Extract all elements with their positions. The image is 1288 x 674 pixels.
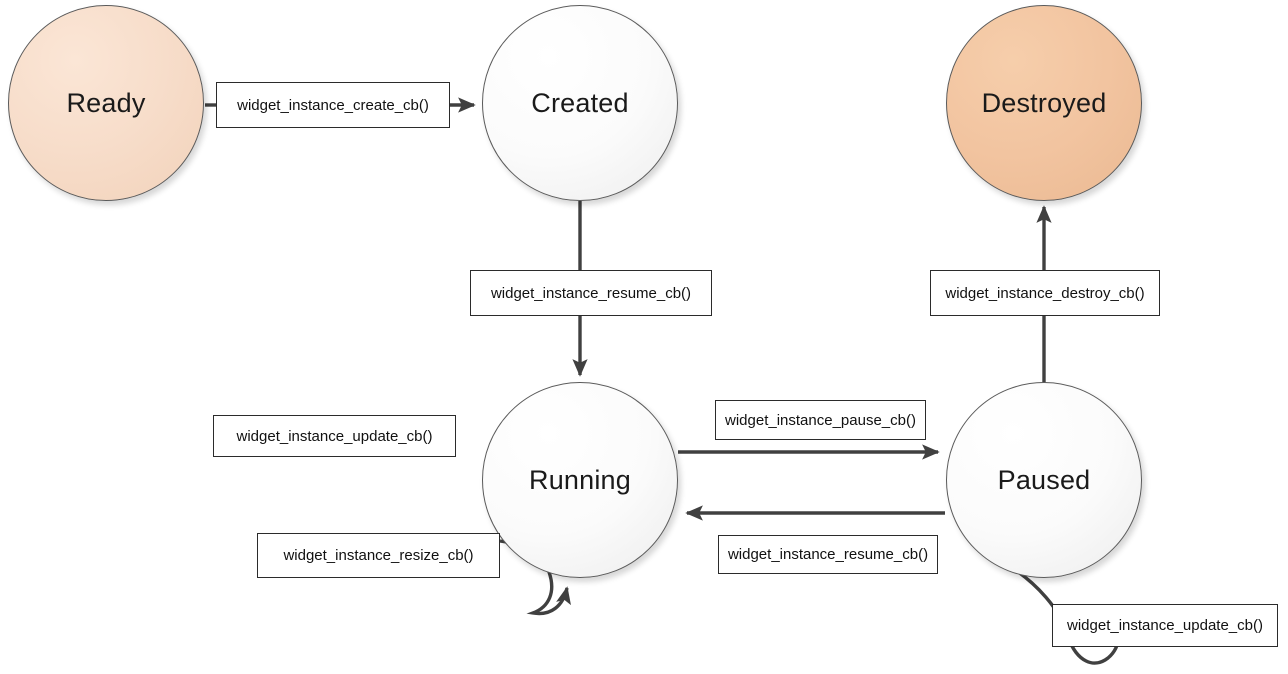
edge-label-resume-paused[interactable]: widget_instance_resume_cb()	[718, 535, 938, 574]
state-node-running[interactable]: Running	[482, 382, 678, 578]
edge-label-update-running[interactable]: widget_instance_update_cb()	[213, 415, 456, 457]
state-node-paused[interactable]: Paused	[946, 382, 1142, 578]
state-label-ready: Ready	[66, 87, 146, 118]
state-node-destroyed[interactable]: Destroyed	[946, 5, 1142, 201]
state-node-created[interactable]: Created	[482, 5, 678, 201]
edge-label-update-paused[interactable]: widget_instance_update_cb()	[1052, 604, 1278, 647]
edge-label-resume-created[interactable]: widget_instance_resume_cb()	[470, 270, 712, 316]
state-label-created: Created	[531, 87, 629, 118]
state-label-paused: Paused	[997, 464, 1091, 495]
state-node-ready[interactable]: Ready	[8, 5, 204, 201]
edge-label-create[interactable]: widget_instance_create_cb()	[216, 82, 450, 128]
edge-label-resize-running[interactable]: widget_instance_resize_cb()	[257, 533, 500, 578]
edge-label-pause[interactable]: widget_instance_pause_cb()	[715, 400, 926, 440]
state-label-destroyed: Destroyed	[981, 87, 1107, 118]
edge-label-destroy[interactable]: widget_instance_destroy_cb()	[930, 270, 1160, 316]
state-label-running: Running	[529, 464, 631, 495]
